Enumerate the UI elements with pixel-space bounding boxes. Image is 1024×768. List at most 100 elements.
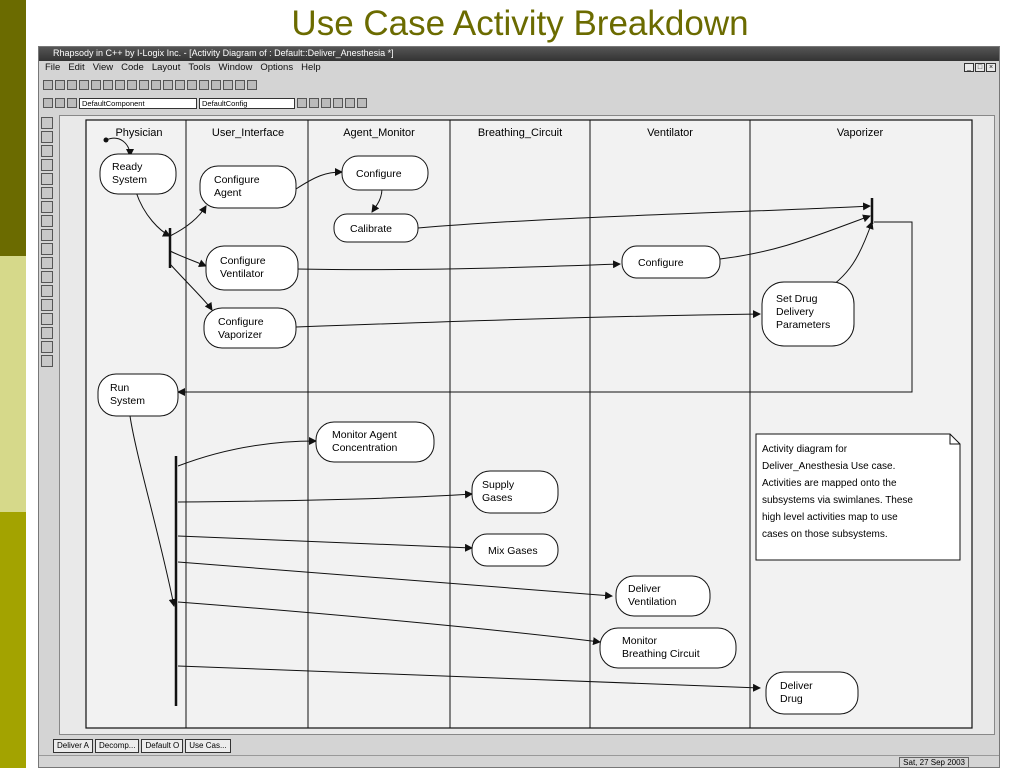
task-use-cases[interactable]: Use Cas... bbox=[185, 739, 231, 753]
diagram-canvas[interactable]: Physician User_Interface Agent_Monitor B… bbox=[59, 115, 995, 735]
svg-text:Ready: Ready bbox=[112, 161, 143, 173]
features-icon[interactable] bbox=[55, 98, 65, 108]
subactivity-tool-icon[interactable] bbox=[41, 299, 53, 311]
diagram-note[interactable]: Activity diagram for Deliver_Anesthesia … bbox=[755, 433, 961, 561]
condition-tool-icon[interactable] bbox=[41, 215, 53, 227]
anchor-tool-icon[interactable] bbox=[41, 271, 53, 283]
fork-tool-icon[interactable] bbox=[41, 187, 53, 199]
cut-icon[interactable] bbox=[79, 80, 89, 90]
state-tool-icon[interactable] bbox=[41, 145, 53, 157]
activity-ready-system[interactable]: Ready System bbox=[99, 153, 177, 195]
build-icon[interactable] bbox=[297, 98, 307, 108]
rhapsody-window: Rhapsody in C++ by I-Logix Inc. - [Activ… bbox=[38, 46, 1000, 768]
activity-monitor-breathing[interactable]: Monitor Breathing Circuit bbox=[599, 627, 737, 669]
menu-help[interactable]: Help bbox=[301, 62, 321, 73]
activity-run-system[interactable]: Run System bbox=[97, 373, 179, 417]
svg-text:Mix Gases: Mix Gases bbox=[488, 545, 538, 557]
menu-view[interactable]: View bbox=[92, 62, 114, 73]
rebuild-icon[interactable] bbox=[309, 98, 319, 108]
swimlane-tool-icon[interactable] bbox=[41, 243, 53, 255]
svg-text:Ventilation: Ventilation bbox=[628, 596, 677, 608]
diagram-connector-icon[interactable] bbox=[41, 341, 53, 353]
activity-configure-ventilator[interactable]: Configure Ventilator bbox=[205, 245, 299, 291]
menu-code[interactable]: Code bbox=[121, 62, 144, 73]
join-tool-icon[interactable] bbox=[41, 201, 53, 213]
status-bar: Sat, 27 Sep 2003 bbox=[39, 755, 999, 768]
slide-sidebar-top bbox=[0, 0, 26, 256]
termination-tool-icon[interactable] bbox=[41, 229, 53, 241]
menu-options[interactable]: Options bbox=[260, 62, 294, 73]
menu-file[interactable]: File bbox=[45, 62, 61, 73]
svg-text:Drug: Drug bbox=[780, 693, 803, 705]
task-decomp[interactable]: Decomp... bbox=[95, 739, 140, 753]
undo-icon[interactable] bbox=[139, 80, 149, 90]
zoom-in-icon[interactable] bbox=[175, 80, 185, 90]
svg-text:Calibrate: Calibrate bbox=[350, 223, 392, 235]
menu-edit[interactable]: Edit bbox=[68, 62, 85, 73]
minimize-icon[interactable]: _ bbox=[964, 63, 974, 72]
lane-header-user-interface: User_Interface bbox=[212, 127, 284, 139]
layout-icon[interactable] bbox=[321, 98, 331, 108]
activity-configure-vaporizer[interactable]: Configure Vaporizer bbox=[203, 307, 297, 349]
align-icon[interactable] bbox=[333, 98, 343, 108]
action-tool-icon[interactable] bbox=[41, 131, 53, 143]
object-tool-icon[interactable] bbox=[41, 285, 53, 297]
grid-icon[interactable] bbox=[345, 98, 355, 108]
paste-icon[interactable] bbox=[103, 80, 113, 90]
default-transition bbox=[105, 137, 134, 157]
activity-calibrate[interactable]: Calibrate bbox=[333, 213, 419, 243]
new-icon[interactable] bbox=[43, 80, 53, 90]
svg-text:subsystems via swimlanes. Thes: subsystems via swimlanes. These bbox=[762, 495, 913, 506]
help-icon[interactable] bbox=[127, 80, 137, 90]
activity-deliver-ventilation[interactable]: Deliver Ventilation bbox=[615, 575, 711, 617]
activity-configure-vent[interactable]: Configure bbox=[621, 245, 721, 279]
activity-configure-monitor[interactable]: Configure bbox=[341, 155, 429, 191]
svg-text:Breathing Circuit: Breathing Circuit bbox=[622, 648, 700, 660]
maximize-icon[interactable]: □ bbox=[975, 63, 985, 72]
find-icon[interactable] bbox=[163, 80, 173, 90]
activity-configure-agent[interactable]: Configure Agent bbox=[199, 165, 297, 209]
activity-monitor-agent[interactable]: Monitor Agent Concentration bbox=[315, 421, 435, 463]
svg-text:Deliver: Deliver bbox=[780, 680, 813, 692]
component-select[interactable]: DefaultComponent bbox=[79, 97, 197, 109]
zoom-fit-icon[interactable] bbox=[199, 80, 209, 90]
history-tool-icon[interactable] bbox=[41, 327, 53, 339]
diagram-icon[interactable] bbox=[357, 98, 367, 108]
activity-mix-gases[interactable]: Mix Gases bbox=[471, 533, 559, 567]
browser-icon[interactable] bbox=[43, 98, 53, 108]
run-icon[interactable] bbox=[247, 80, 257, 90]
zoom-out-icon[interactable] bbox=[187, 80, 197, 90]
frame-tool-icon[interactable] bbox=[41, 355, 53, 367]
task-default[interactable]: Default O bbox=[141, 739, 184, 753]
svg-text:Ventilator: Ventilator bbox=[220, 268, 264, 280]
slide-title: Use Case Activity Breakdown bbox=[291, 4, 749, 43]
activity-set-drug[interactable]: Set Drug Delivery Parameters bbox=[761, 281, 855, 347]
transition-tool-icon[interactable] bbox=[41, 159, 53, 171]
close-icon[interactable]: × bbox=[986, 63, 996, 72]
generate-icon[interactable] bbox=[223, 80, 233, 90]
default-connector-icon[interactable] bbox=[41, 173, 53, 185]
activity-supply-gases[interactable]: Supply Gases bbox=[471, 470, 559, 514]
task-deliver[interactable]: Deliver A bbox=[53, 739, 94, 753]
select-tool-icon[interactable] bbox=[41, 117, 53, 129]
open-icon[interactable] bbox=[55, 80, 65, 90]
animation-icon[interactable] bbox=[67, 98, 77, 108]
redo-icon[interactable] bbox=[151, 80, 161, 90]
print-icon[interactable] bbox=[115, 80, 125, 90]
svg-text:System: System bbox=[110, 395, 145, 407]
note-tool-icon[interactable] bbox=[41, 257, 53, 269]
config-select[interactable]: DefaultConfig bbox=[199, 97, 295, 109]
make-icon[interactable] bbox=[235, 80, 245, 90]
menu-window[interactable]: Window bbox=[218, 62, 253, 73]
status-date: Sat, 27 Sep 2003 bbox=[899, 757, 969, 768]
menu-tools[interactable]: Tools bbox=[188, 62, 211, 73]
delete-icon[interactable] bbox=[211, 80, 221, 90]
svg-text:Parameters: Parameters bbox=[776, 319, 830, 331]
activity-deliver-drug[interactable]: Deliver Drug bbox=[765, 671, 859, 715]
send-action-icon[interactable] bbox=[41, 313, 53, 325]
menu-layout[interactable]: Layout bbox=[151, 62, 181, 73]
svg-text:Vaporizer: Vaporizer bbox=[218, 329, 263, 341]
copy-icon[interactable] bbox=[91, 80, 101, 90]
transitions bbox=[129, 168, 913, 692]
save-icon[interactable] bbox=[67, 80, 77, 90]
